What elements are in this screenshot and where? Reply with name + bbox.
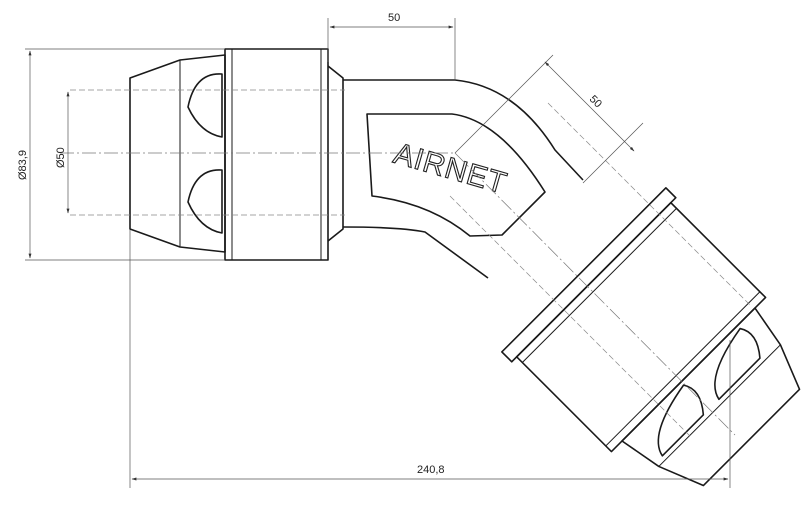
elbow-body: AIRNET: [342, 79, 584, 279]
dimension-overall-length-label: 240,8: [417, 464, 445, 476]
dimension-diagonal-width-label: 50: [587, 93, 604, 110]
dimension-overall-length: 240,8: [129, 230, 731, 488]
dimension-outer-diameter: Ø83,9: [17, 48, 225, 261]
centre-lines: [60, 89, 751, 437]
collet-window-right-1: [714, 327, 761, 401]
left-connector: [129, 48, 344, 261]
collet-window-lower: [187, 169, 223, 234]
dimension-bore-diameter-label: Ø50: [55, 147, 67, 168]
dimension-top-width-label: 50: [388, 12, 400, 24]
right-connector: [501, 187, 801, 487]
collet-window-upper: [187, 73, 223, 138]
logo-panel: [366, 113, 546, 237]
collet-window-right-2: [657, 384, 705, 457]
dimension-top-width: 50: [327, 12, 456, 80]
dimension-bore-diameter: Ø50: [55, 91, 70, 214]
dimension-outer-diameter-label: Ø83,9: [17, 150, 29, 180]
